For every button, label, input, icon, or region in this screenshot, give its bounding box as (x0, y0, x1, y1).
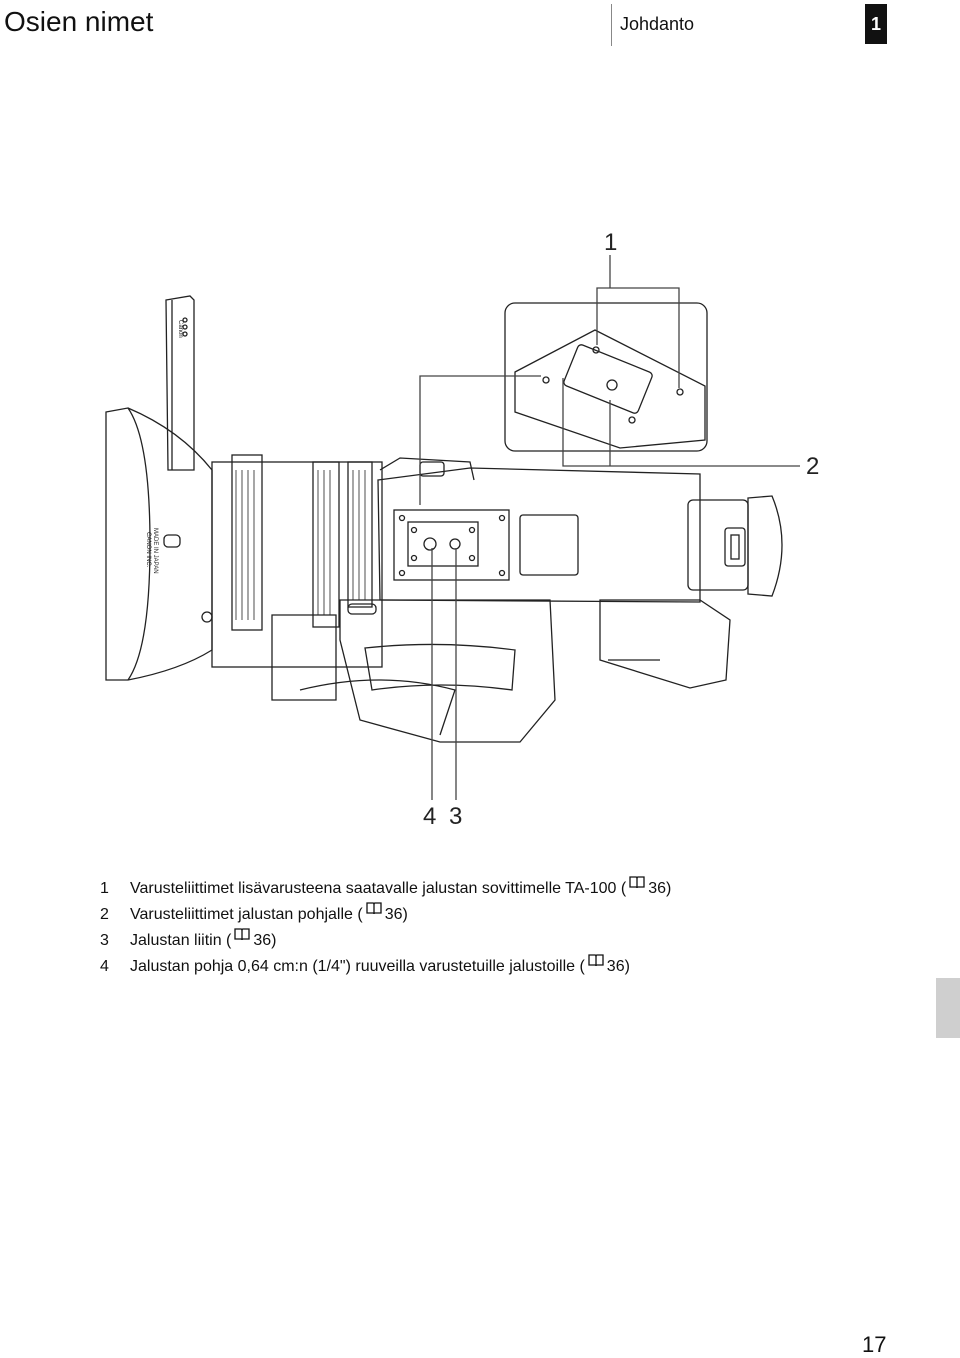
callout-2: 2 (806, 453, 819, 480)
camera-body (377, 467, 701, 603)
camcorder-illustration: 1 2 4 3 CANON INC. MADE IN JAPAN Canon (105, 229, 819, 830)
battery (599, 599, 731, 689)
lens-hood (105, 407, 213, 681)
camera-text-line1: CANON INC. (145, 532, 151, 568)
parts-legend: 1 Varusteliittimet lisävarusteena saatav… (100, 876, 671, 980)
chapter-number: 1 (870, 13, 881, 34)
legend-text: Varusteliittimet lisävarusteena saataval… (130, 880, 627, 897)
section-label: Johdanto (620, 14, 695, 34)
legend-number: 4 (100, 958, 109, 975)
legend-ref: 36 (648, 880, 667, 897)
legend-ref: 36 (384, 906, 403, 923)
legend-item: 1 Varusteliittimet lisävarusteena saatav… (100, 876, 671, 902)
book-icon (629, 876, 645, 889)
page-title: Osien nimet (4, 6, 154, 37)
chapter-side-tab (936, 978, 960, 1038)
lens-barrel (211, 461, 383, 668)
lcd-brand-text: Canon (177, 320, 183, 338)
accessory-shoe-inset (504, 302, 708, 452)
legend-ref: 36 (606, 958, 625, 975)
book-icon (366, 902, 382, 915)
lcd-panel (165, 295, 195, 471)
legend-ref: 36 (253, 932, 272, 949)
tripod-base-plate (393, 509, 510, 581)
legend-item: 2 Varusteliittimet jalustan pohjalle ( 3… (100, 902, 671, 928)
legend-close: ) (402, 906, 408, 923)
legend-item: 3 Jalustan liitin ( 36) (100, 928, 671, 954)
book-icon (234, 928, 251, 941)
legend-number: 3 (100, 932, 109, 949)
book-icon (588, 954, 604, 967)
legend-text: Jalustan liitin ( (130, 932, 232, 949)
callout-1: 1 (604, 229, 617, 256)
legend-number: 1 (100, 880, 109, 897)
legend-text: Jalustan pohja 0,64 cm:n (1/4") ruuveill… (130, 958, 585, 975)
camera-text-line2: MADE IN JAPAN (152, 528, 158, 574)
legend-number: 2 (100, 906, 109, 923)
chapter-badge: 1 (865, 4, 887, 44)
legend-close: ) (666, 880, 672, 897)
legend-item: 4 Jalustan pohja 0,64 cm:n (1/4") ruuvei… (100, 954, 671, 980)
hand-grip (339, 599, 556, 743)
callout-3: 3 (449, 803, 462, 830)
page-number: 17 (862, 1332, 887, 1357)
legend-close: ) (271, 932, 277, 949)
legend-text: Varusteliittimet jalustan pohjalle ( (130, 906, 363, 923)
legend-close: ) (624, 958, 630, 975)
header-divider (611, 4, 612, 46)
callout-4: 4 (423, 803, 436, 830)
